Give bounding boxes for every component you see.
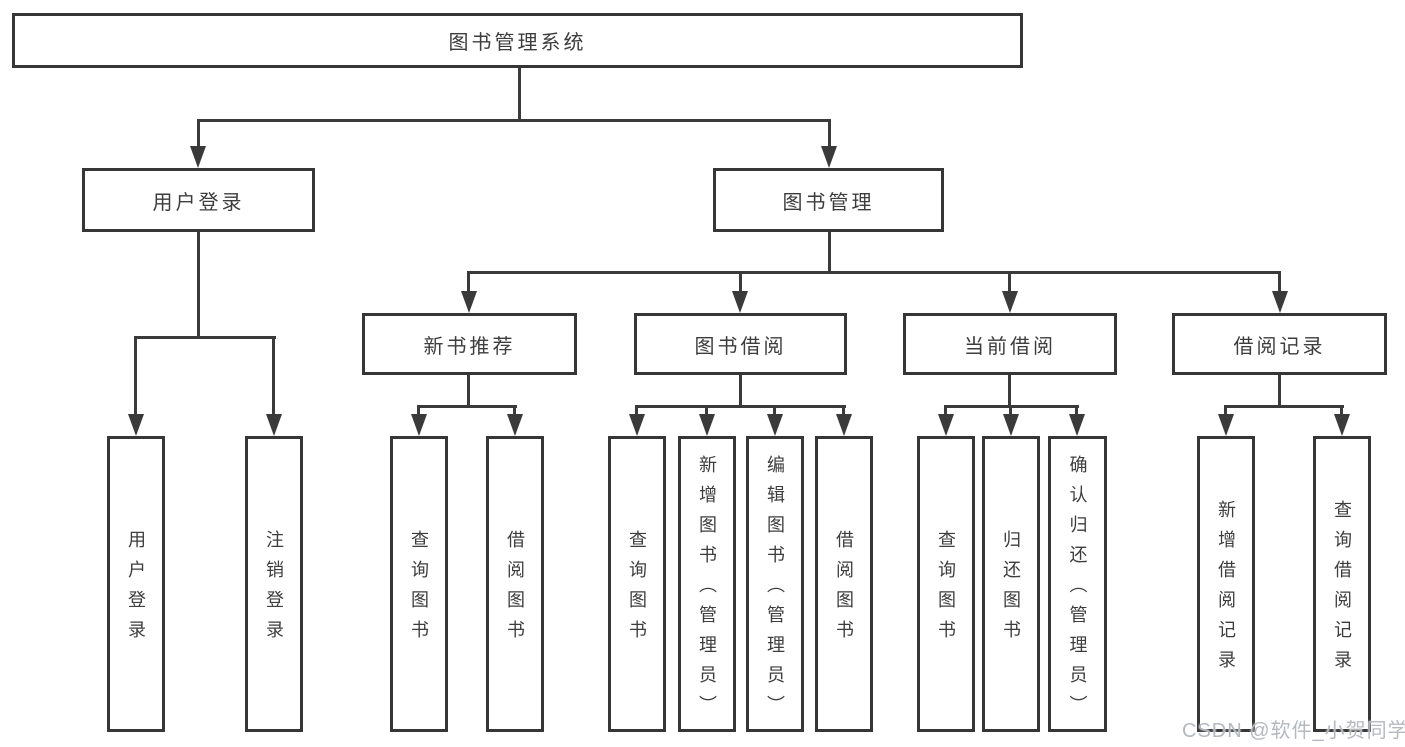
leaf-borrow-books-recommend: 借阅图书: [486, 436, 544, 732]
connector-segment: [417, 405, 420, 416]
connector-segment: [1278, 271, 1281, 293]
leaf-query-books-current: 查询图书: [917, 436, 975, 732]
node-label: 查询图书: [936, 530, 956, 650]
connector-segment: [1009, 405, 1012, 416]
connector-segment: [739, 375, 742, 407]
connector-segment: [635, 405, 638, 416]
node-label: 借阅图书: [505, 530, 525, 650]
node-label: 新增图书（管理员）: [697, 455, 717, 725]
node-label: 归还图书: [1001, 530, 1021, 650]
node-label: 图书管理: [782, 191, 875, 214]
arrowhead-icon: [128, 414, 144, 436]
connector-segment: [944, 405, 947, 416]
connector-segment: [197, 119, 831, 122]
arrowhead-icon: [1069, 414, 1085, 436]
connector-segment: [636, 405, 846, 408]
arrowhead-icon: [266, 414, 282, 436]
leaf-add-book-admin: 新增图书（管理员）: [678, 436, 736, 732]
arrowhead-icon: [938, 414, 954, 436]
arrowhead-icon: [1002, 291, 1018, 313]
node-label: 注销登录: [264, 530, 284, 650]
connector-segment: [705, 405, 708, 416]
leaf-query-books-recommend: 查询图书: [390, 436, 448, 732]
arrowhead-icon: [821, 146, 837, 168]
connector-segment: [518, 68, 521, 120]
node-label: 查询图书: [409, 530, 429, 650]
node-label: 当前借阅: [964, 335, 1056, 358]
leaf-query-borrow-record: 查询借阅记录: [1313, 436, 1371, 732]
node-new-book-recommend: 新书推荐: [362, 313, 577, 375]
connector-segment: [467, 375, 470, 407]
leaf-logout: 注销登录: [245, 436, 303, 732]
arrowhead-icon: [732, 291, 748, 313]
leaf-confirm-return-admin: 确认归还（管理员）: [1048, 436, 1107, 732]
leaf-query-books-borrow: 查询图书: [608, 436, 666, 732]
node-label: 编辑图书（管理员）: [765, 455, 785, 725]
connector-segment: [1278, 375, 1281, 407]
connector-segment: [134, 336, 137, 418]
arrowhead-icon: [836, 414, 852, 436]
connector-segment: [134, 336, 276, 339]
arrowhead-icon: [767, 414, 783, 436]
node-current-borrow: 当前借阅: [903, 313, 1117, 375]
arrowhead-icon: [461, 291, 477, 313]
arrowhead-icon: [629, 414, 645, 436]
node-user-login: 用户登录: [82, 168, 315, 232]
connector-segment: [1008, 271, 1011, 293]
leaf-return-book: 归还图书: [982, 436, 1040, 732]
connector-segment: [773, 405, 776, 416]
node-label: 借阅记录: [1233, 335, 1326, 358]
connector-segment: [842, 405, 845, 416]
connector-segment: [467, 271, 470, 293]
node-book-borrow: 图书借阅: [634, 313, 847, 375]
connector-segment: [1075, 405, 1078, 416]
node-book-management: 图书管理: [713, 168, 944, 232]
arrowhead-icon: [1334, 414, 1350, 436]
leaf-add-borrow-record: 新增借阅记录: [1197, 436, 1255, 732]
connector-segment: [197, 119, 200, 149]
connector-segment: [513, 405, 516, 416]
connector-segment: [418, 405, 517, 408]
leaf-user-login: 用户登录: [107, 436, 165, 732]
node-label: 查询图书: [627, 530, 647, 650]
leaf-borrow-books: 借阅图书: [815, 436, 873, 732]
arrowhead-icon: [507, 414, 523, 436]
arrowhead-icon: [1272, 291, 1288, 313]
connector-segment: [828, 232, 831, 273]
connector-segment: [272, 336, 275, 418]
connector-segment: [197, 232, 200, 338]
node-label: 新增借阅记录: [1216, 500, 1236, 680]
connector-segment: [1340, 405, 1343, 416]
arrowhead-icon: [699, 414, 715, 436]
connector-segment: [828, 119, 831, 149]
node-label: 借阅图书: [834, 530, 854, 650]
connector-segment: [1224, 405, 1344, 408]
node-label: 用户登录: [152, 191, 245, 214]
node-label: 图书管理系统: [448, 32, 587, 54]
connector-segment: [739, 271, 742, 293]
node-label: 图书借阅: [694, 335, 787, 358]
arrowhead-icon: [1218, 414, 1234, 436]
node-label: 确认归还（管理员）: [1067, 455, 1088, 725]
node-label: 查询借阅记录: [1332, 500, 1352, 680]
watermark: CSDN @软件_小贺同学: [1182, 720, 1405, 742]
arrowhead-icon: [411, 414, 427, 436]
node-borrow-record: 借阅记录: [1172, 313, 1387, 375]
node-label: 新书推荐: [423, 335, 516, 358]
leaf-edit-book-admin: 编辑图书（管理员）: [746, 436, 804, 732]
node-label: 用户登录: [126, 530, 146, 650]
connector-segment: [1008, 375, 1011, 407]
connector-segment: [467, 271, 1281, 274]
node-root: 图书管理系统: [12, 13, 1023, 68]
arrowhead-icon: [190, 146, 206, 168]
arrowhead-icon: [1003, 414, 1019, 436]
connector-segment: [1224, 405, 1227, 416]
